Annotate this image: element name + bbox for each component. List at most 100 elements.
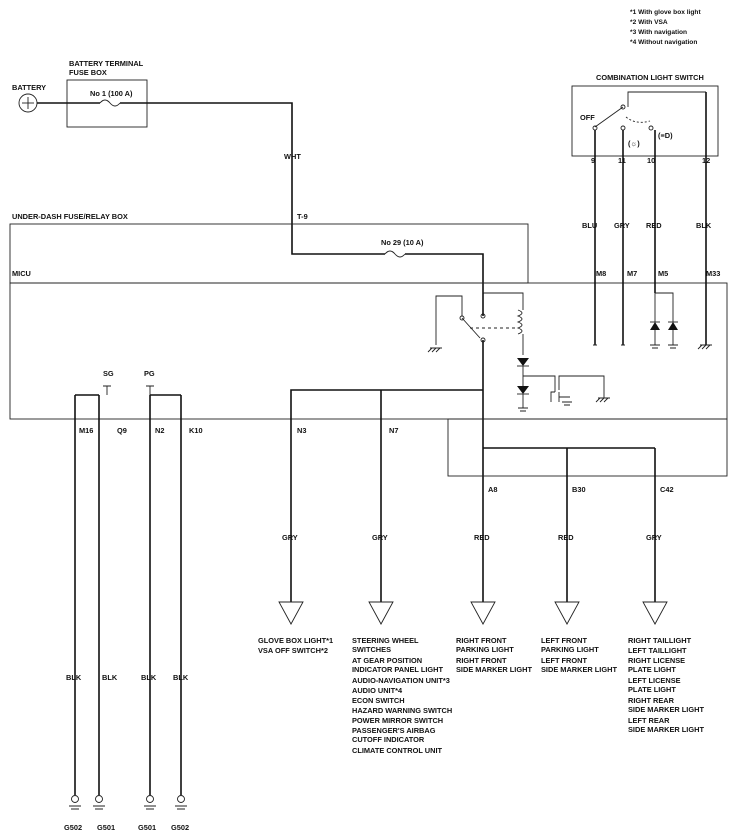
transistor-icon <box>523 375 605 402</box>
wire-color-ground-3: BLK <box>141 673 157 682</box>
load-rear-list: RIGHT TAILLIGHT LEFT TAILLIGHT RIGHT LIC… <box>628 636 704 734</box>
wht-wire <box>37 102 484 293</box>
load-steering-7: HAZARD WARNING SWITCH <box>352 706 452 715</box>
ground-g501-icon <box>146 795 154 803</box>
load-arrow-left-front <box>554 601 580 625</box>
switch-pin-10: 10 <box>647 156 655 165</box>
relay-coil-icon <box>516 309 523 335</box>
wire-color-c42: GRY <box>646 533 662 542</box>
terminal-t9: T-9 <box>297 212 308 221</box>
switch-blade <box>594 106 624 128</box>
wire-color-n3: GRY <box>282 533 298 542</box>
ground-label-3: G501 <box>138 823 156 832</box>
switch-wires <box>594 92 707 345</box>
battery-label: BATTERY <box>12 83 46 92</box>
ground-label-1: G502 <box>64 823 82 832</box>
ground-g501-icon <box>95 795 103 803</box>
wire-color-ground-4: BLK <box>173 673 189 682</box>
wire-color-gry: GRY <box>614 221 630 230</box>
micu-outline <box>9 282 728 420</box>
ground-wires-right <box>149 394 182 795</box>
load-arrow-steering <box>368 601 394 625</box>
load-arrow-rear <box>642 601 668 625</box>
fuse-no29-label: No 29 (10 A) <box>381 238 424 247</box>
load-left-front-list: LEFT FRONT PARKING LIGHT LEFT FRONT SIDE… <box>541 636 617 674</box>
load-rear-4: LEFT LICENSE <box>628 676 681 685</box>
terminal-n3: N3 <box>297 426 306 435</box>
terminal-q9: Q9 <box>117 426 127 435</box>
load-rear-8: LEFT REAR <box>628 716 670 725</box>
terminal-n2: N2 <box>155 426 164 435</box>
switch-pin-9: 9 <box>591 156 595 165</box>
ground-label-2: G501 <box>97 823 115 832</box>
fuse-box-title-1: BATTERY TERMINAL <box>69 59 144 68</box>
load-right-front-list: RIGHT FRONT PARKING LIGHT RIGHT FRONT SI… <box>456 636 532 674</box>
load-rear-7: SIDE MARKER LIGHT <box>628 705 704 714</box>
wire-color-a8: RED <box>474 533 490 542</box>
load-glove-list: GLOVE BOX LIGHT*1 VSA OFF SWITCH*2 <box>258 636 333 655</box>
load-left-front-1: PARKING LIGHT <box>541 645 599 654</box>
terminal-n7: N7 <box>389 426 398 435</box>
switch-pos1-label: (☼) <box>628 139 640 148</box>
micu-box: MICU <box>9 269 728 420</box>
micu-terminal-m7: M7 <box>627 269 637 278</box>
load-left-front-0: LEFT FRONT <box>541 636 587 645</box>
load-steering-3: INDICATOR PANEL LIGHT <box>352 665 443 674</box>
terminal-c42: C42 <box>660 485 674 494</box>
load-rear-5: PLATE LIGHT <box>628 685 676 694</box>
footnote-3: *3 With navigation <box>630 29 687 36</box>
load-right-front-0: RIGHT FRONT <box>456 636 507 645</box>
load-right-front-3: SIDE MARKER LIGHT <box>456 665 532 674</box>
micu-terminal-m8: M8 <box>596 269 606 278</box>
battery: BATTERY <box>12 83 46 113</box>
sg-label: SG <box>103 369 114 378</box>
load-steering-8: POWER MIRROR SWITCH <box>352 716 443 725</box>
load-steering-11: CLIMATE CONTROL UNIT <box>352 746 443 755</box>
load-glove-1: VSA OFF SWITCH*2 <box>258 646 328 655</box>
ground-symbols <box>69 795 187 810</box>
lighting-output-wires <box>483 447 656 602</box>
load-right-front-1: PARKING LIGHT <box>456 645 514 654</box>
micu-label: MICU <box>12 269 31 278</box>
load-steering-6: ECON SWITCH <box>352 696 405 705</box>
load-steering-list: STEERING WHEEL SWITCHES AT GEAR POSITION… <box>352 636 452 755</box>
ground-g502-icon <box>71 795 79 803</box>
combo-switch-outline <box>571 85 719 157</box>
load-rear-1: LEFT TAILLIGHT <box>628 646 687 655</box>
micu-input-circuit <box>593 292 712 350</box>
battery-terminal-fuse-box: BATTERY TERMINAL FUSE BOX No 1 (100 A) <box>66 59 148 128</box>
load-steering-5: AUDIO UNIT*4 <box>352 686 403 695</box>
load-rear-3: PLATE LIGHT <box>628 665 676 674</box>
switch-pin-11: 11 <box>618 156 626 165</box>
micu-terminal-m5: M5 <box>658 269 668 278</box>
under-dash-title: UNDER-DASH FUSE/RELAY BOX <box>12 212 128 221</box>
load-arrow-right-front <box>470 601 496 625</box>
terminal-b30: B30 <box>572 485 586 494</box>
n3-n7-wires <box>290 389 483 602</box>
micu-terminal-m33: M33 <box>706 269 720 278</box>
terminal-k10: K10 <box>189 426 203 435</box>
load-rear-9: SIDE MARKER LIGHT <box>628 725 704 734</box>
load-glove-0: GLOVE BOX LIGHT*1 <box>258 636 333 645</box>
wire-color-blk: BLK <box>696 221 712 230</box>
wht-wire-color: WHT <box>284 152 301 161</box>
micu-relay-circuit <box>427 292 610 412</box>
pg-label: PG <box>144 369 155 378</box>
combination-light-switch: COMBINATION LIGHT SWITCH OFF (☼) (≡D) 9 … <box>571 73 719 165</box>
combo-switch-title: COMBINATION LIGHT SWITCH <box>596 73 704 82</box>
load-left-front-3: SIDE MARKER LIGHT <box>541 665 617 674</box>
load-rear-0: RIGHT TAILLIGHT <box>628 636 692 645</box>
ground-wires-left <box>74 394 100 795</box>
load-arrow-glove <box>278 601 304 625</box>
fuse-no29-symbol <box>384 250 406 258</box>
wire-color-ground-1: BLK <box>66 673 82 682</box>
wire-color-red: RED <box>646 221 662 230</box>
load-rear-6: RIGHT REAR <box>628 696 675 705</box>
diode-icon <box>517 358 529 366</box>
terminal-a8: A8 <box>488 485 497 494</box>
switch-off-label: OFF <box>580 113 595 122</box>
under-dash-fuse-relay-box: UNDER-DASH FUSE/RELAY BOX T-9 No 29 (10 … <box>9 212 529 284</box>
lower-connector-box <box>447 418 728 477</box>
load-steering-9: PASSENGER'S AIRBAG <box>352 726 436 735</box>
load-steering-1: SWITCHES <box>352 645 391 654</box>
